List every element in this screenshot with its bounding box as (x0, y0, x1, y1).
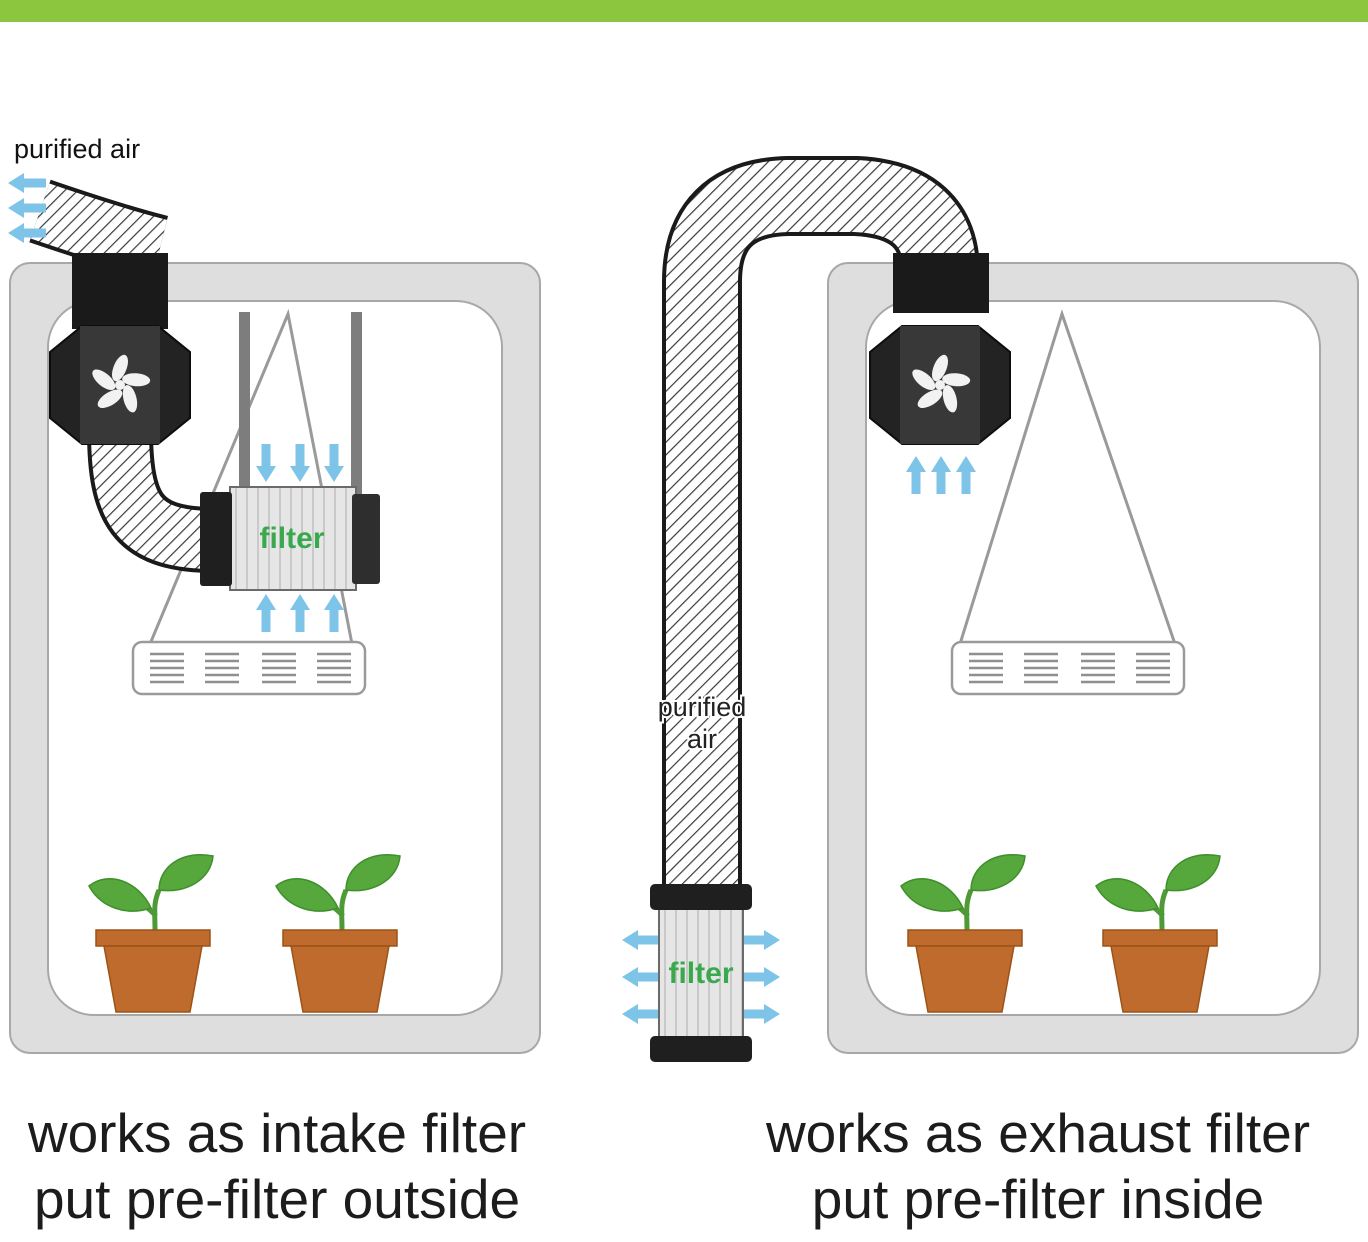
left-caption-line2: put pre-filter outside (34, 1168, 520, 1230)
roof-duct-connector (893, 253, 989, 313)
purified-air-label: purified air (14, 134, 140, 164)
purified-air-label: purified air (656, 690, 749, 756)
outside-duct (29, 179, 169, 281)
filter-end-cap (650, 1036, 752, 1062)
filter-hanger-bar (351, 312, 362, 496)
filter-hanger-bar (239, 312, 250, 496)
left-caption-line1: works as intake filter (27, 1102, 526, 1164)
captions: works as intake filter put pre-filter ou… (27, 1102, 1310, 1230)
left-tent-diagram: purified air filter (8, 134, 541, 1054)
carbon-filter: filter (200, 444, 380, 632)
svg-text:purified: purified (658, 692, 747, 722)
right-caption-line2: put pre-filter inside (812, 1168, 1264, 1230)
filter-end-cap (200, 492, 232, 586)
carbon-filter: filter (622, 884, 780, 1062)
filter-label: filter (259, 522, 324, 555)
filter-label: filter (668, 957, 733, 990)
filter-end-cap (352, 494, 380, 584)
filter-end-cap (650, 884, 752, 910)
fan-to-filter-duct (87, 429, 210, 573)
purified-air-arrows (8, 173, 46, 243)
exhaust-duct (662, 156, 980, 890)
svg-text:air: air (687, 724, 717, 754)
right-caption-line1: works as exhaust filter (765, 1102, 1310, 1164)
fan-intake-arrows (906, 456, 976, 494)
roof-duct-connector (72, 253, 168, 329)
top-accent-bar (0, 0, 1368, 22)
right-tent-diagram: purified air filter (622, 156, 1359, 1062)
